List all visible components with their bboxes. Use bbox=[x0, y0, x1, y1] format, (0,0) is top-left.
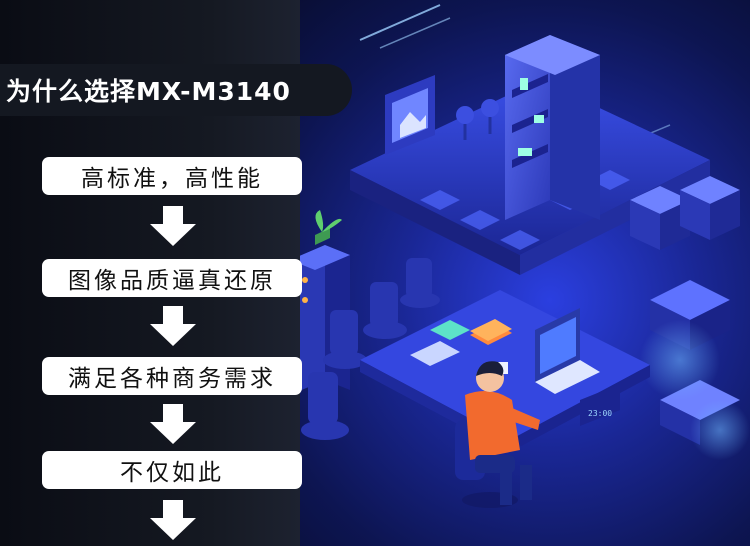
down-arrow-icon bbox=[150, 500, 196, 540]
step-box-4: 不仅如此 bbox=[42, 451, 302, 489]
office-scene-graphic: 23:00 bbox=[290, 4, 750, 508]
step-label-4: 不仅如此 bbox=[120, 460, 224, 486]
step-box-3: 满足各种商务需求 bbox=[42, 357, 302, 395]
step-box-2: 图像品质逼真还原 bbox=[42, 259, 302, 297]
step-box-1: 高标准，高性能 bbox=[42, 157, 302, 195]
desk-clock-text: 23:00 bbox=[588, 409, 612, 418]
title-banner: 为什么选择MX-M3140 bbox=[0, 64, 352, 116]
down-arrow-icon bbox=[150, 306, 196, 346]
down-arrow-icon bbox=[150, 404, 196, 444]
step-label-1: 高标准，高性能 bbox=[81, 166, 263, 192]
step-label-2: 图像品质逼真还原 bbox=[68, 268, 276, 294]
step-label-3: 满足各种商务需求 bbox=[68, 366, 276, 392]
down-arrow-icon bbox=[150, 206, 196, 246]
page-title: 为什么选择MX-M3140 bbox=[6, 77, 291, 106]
